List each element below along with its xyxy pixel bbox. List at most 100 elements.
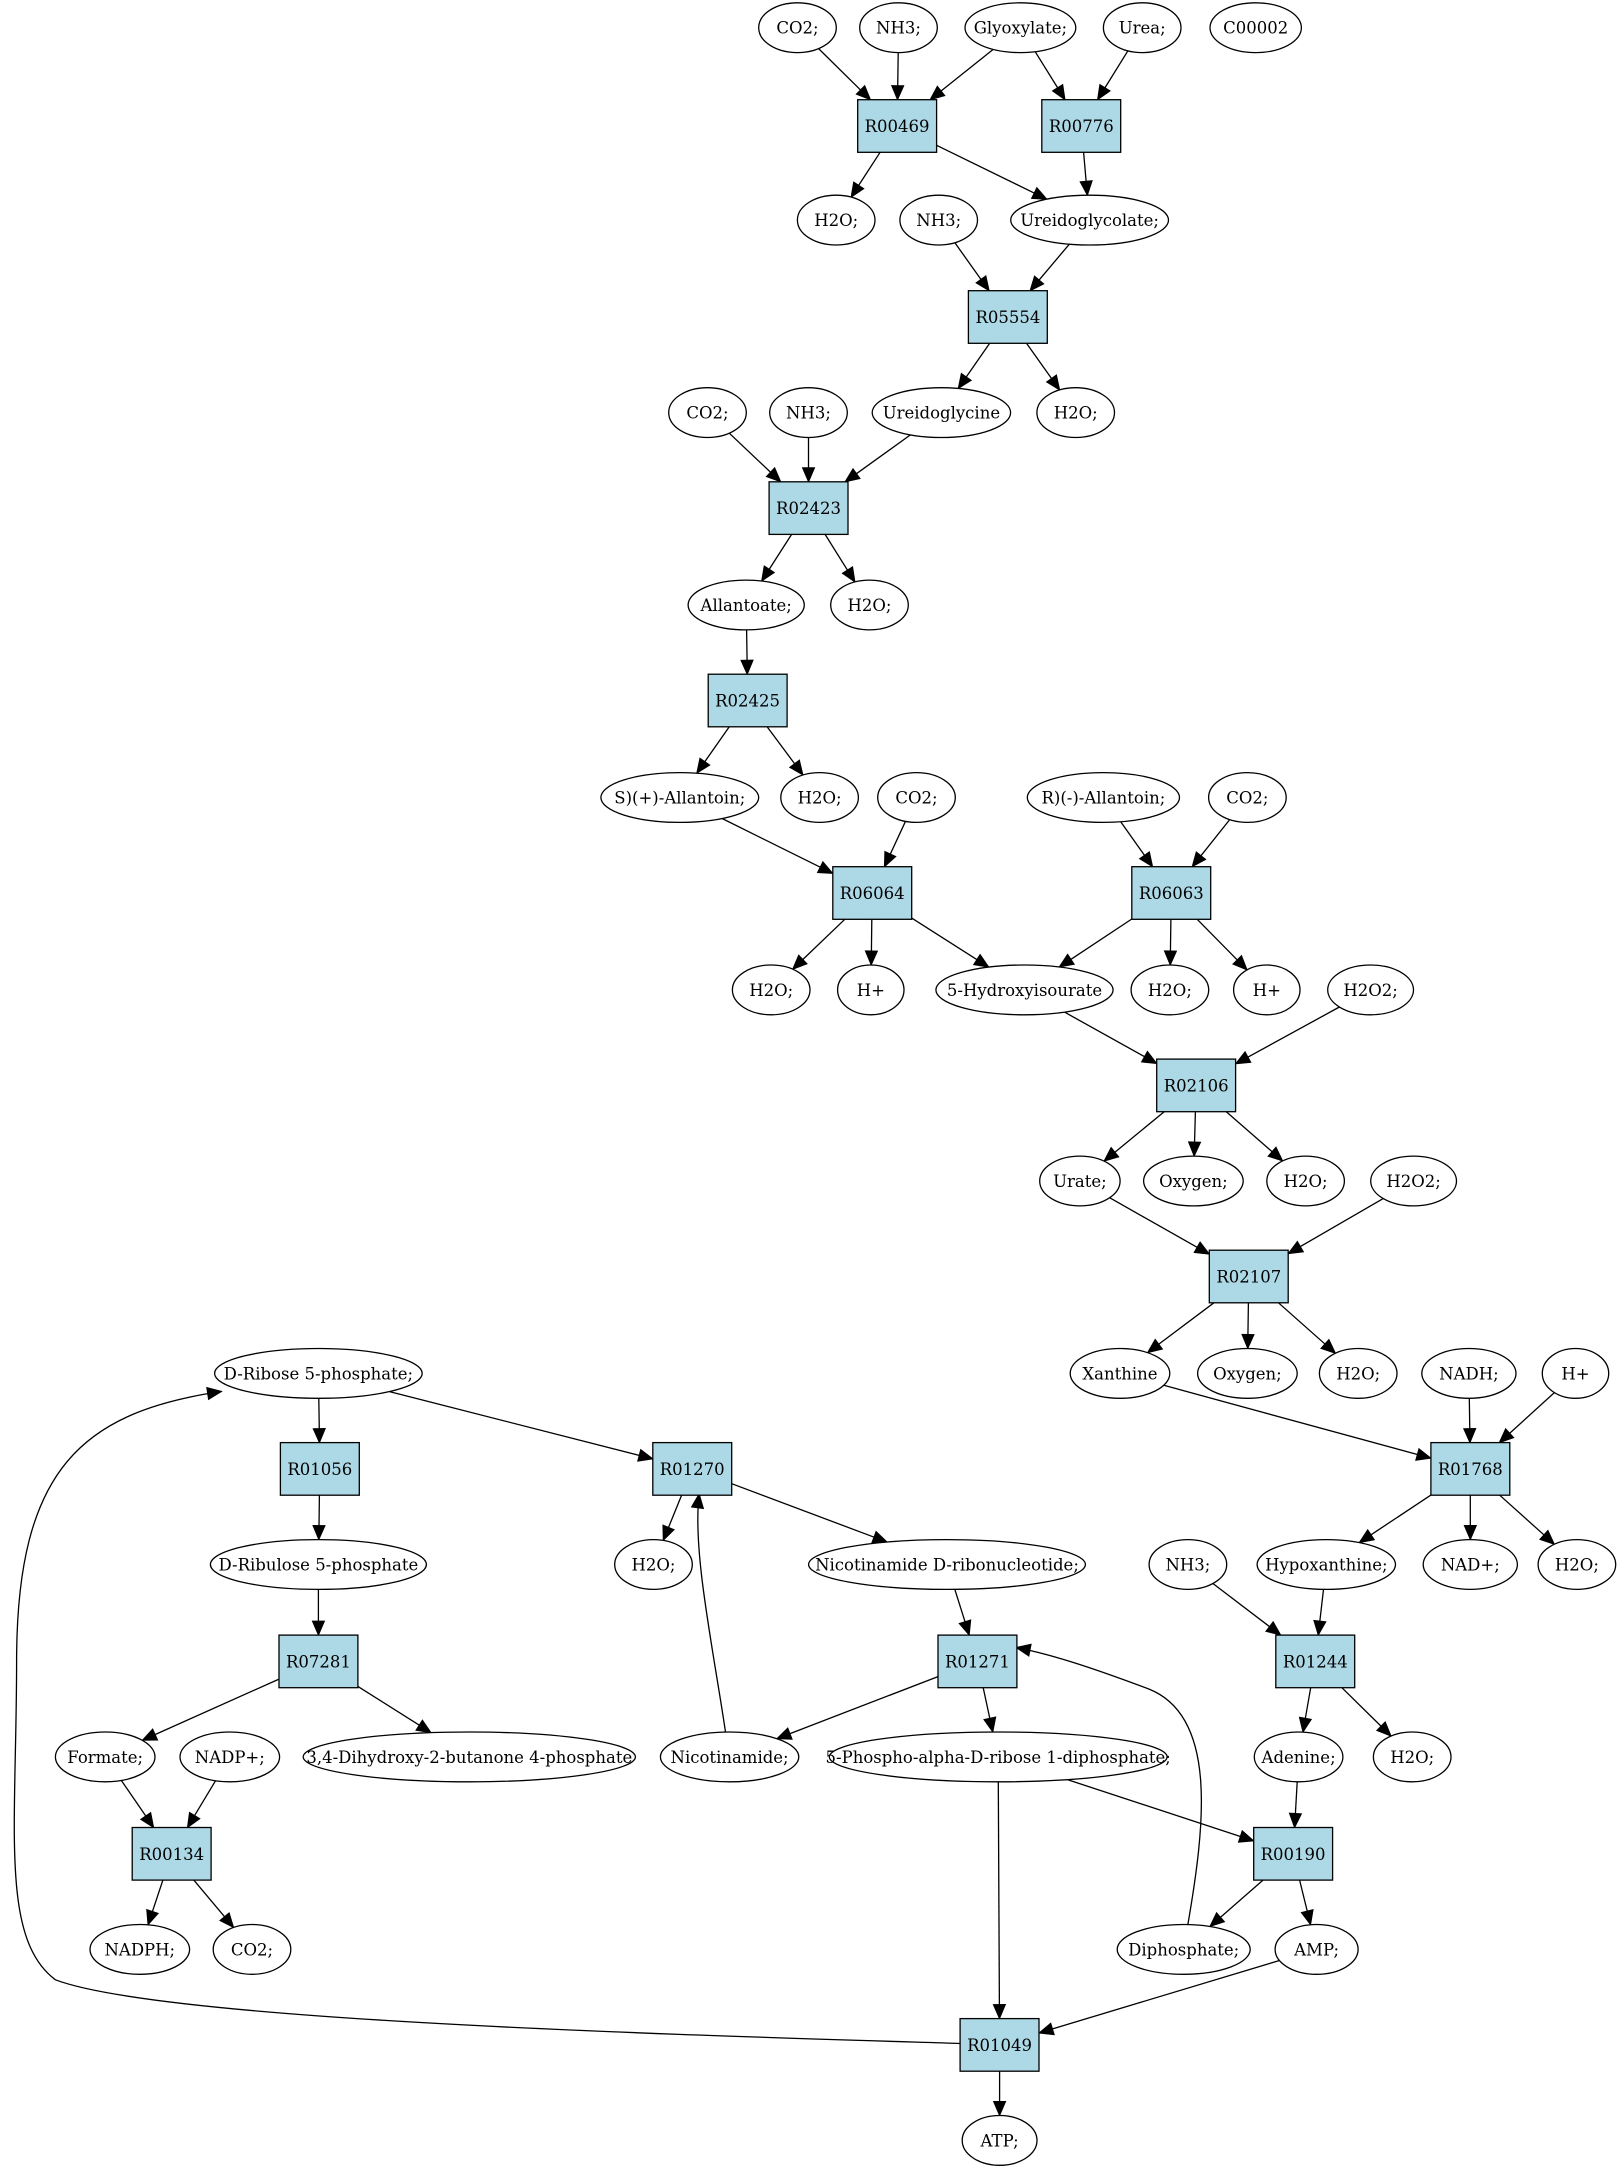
reaction-node-r06063-box xyxy=(1131,866,1212,920)
reaction-node-r05554-box xyxy=(967,290,1048,344)
edge-c-nadh-to-r-R01768 xyxy=(1462,1398,1477,1444)
reaction-node-r00469[interactable]: R00469 xyxy=(857,99,938,153)
compound-node-hplus-3[interactable]: H+ xyxy=(1541,1347,1610,1399)
compound-node-ureidoglycine[interactable]: Ureidoglycine xyxy=(871,387,1012,439)
compound-node-h2o-7[interactable]: H2O; xyxy=(1266,1155,1346,1207)
compound-node-nh3-3-label: NH3; xyxy=(786,404,831,423)
compound-node-h2o-1[interactable]: H2O; xyxy=(796,194,876,246)
compound-node-nh3-2[interactable]: NH3; xyxy=(899,194,979,246)
compound-node-nadpplus[interactable]: NADP+; xyxy=(179,1731,281,1783)
compound-node-h2o-9[interactable]: H2O; xyxy=(1537,1538,1617,1591)
compound-node-co2-5[interactable]: CO2; xyxy=(212,1923,292,1975)
compound-node-urate[interactable]: Urate; xyxy=(1039,1155,1121,1207)
compound-node-co2-2[interactable]: CO2; xyxy=(668,387,747,439)
reaction-node-r01768-label: R01768 xyxy=(1438,1460,1503,1479)
compound-node-hypoxanthine[interactable]: Hypoxanthine; xyxy=(1256,1538,1397,1591)
reaction-node-r07281[interactable]: R07281 xyxy=(278,1634,359,1689)
compound-node-oxygen-2[interactable]: Oxygen; xyxy=(1196,1347,1298,1399)
compound-node-co2-3-ellipse xyxy=(877,771,956,824)
reaction-node-r01271[interactable]: R01271 xyxy=(937,1634,1018,1689)
compound-node-h2o-2[interactable]: H2O; xyxy=(1036,387,1116,439)
compound-node-h2o-10[interactable]: H2O; xyxy=(1372,1731,1452,1783)
reaction-node-r02425[interactable]: R02425 xyxy=(707,673,788,728)
compound-node-hplus-2[interactable]: H+ xyxy=(1232,964,1301,1016)
edge-c-nmn-to-r-R01271 xyxy=(954,1589,972,1637)
compound-node-nadph-label: NADPH; xyxy=(104,1940,175,1959)
compound-node-co2-1[interactable]: CO2; xyxy=(758,2,837,54)
compound-node-h2o-4-label: H2O; xyxy=(798,789,842,808)
edge-c-hplus-3-to-r-R01768-line xyxy=(1507,1392,1555,1436)
compound-node-amp[interactable]: AMP; xyxy=(1274,1923,1359,1975)
reaction-node-r01244[interactable]: R01244 xyxy=(1275,1634,1356,1689)
edge-r-R01049-to-c-ribose5p-line xyxy=(13,1390,961,2045)
compound-node-ribulose5p[interactable]: D-Ribulose 5-phosphate xyxy=(209,1538,428,1591)
edge-c-xanthine-to-r-R01768 xyxy=(1163,1384,1433,1461)
compound-node-r-allantoin[interactable]: R)(-)-Allantoin; xyxy=(1026,771,1181,824)
compound-node-h2o-8[interactable]: H2O; xyxy=(1318,1347,1398,1399)
edge-r-R06063-to-c-hplus-2 xyxy=(1196,918,1248,971)
compound-node-hypoxanthine-ellipse xyxy=(1256,1538,1397,1591)
compound-node-co2-4[interactable]: CO2; xyxy=(1207,771,1287,824)
reaction-node-r02107[interactable]: R02107 xyxy=(1208,1249,1289,1304)
compound-node-nh3-1[interactable]: NH3; xyxy=(859,2,938,54)
compound-node-oxygen-1[interactable]: Oxygen; xyxy=(1142,1155,1244,1207)
compound-node-nmn[interactable]: Nicotinamide D-ribonucleotide; xyxy=(807,1538,1087,1591)
compound-node-nh3-3[interactable]: NH3; xyxy=(769,387,848,439)
reaction-node-r00134[interactable]: R00134 xyxy=(131,1826,212,1881)
edges-layer xyxy=(13,48,1556,2117)
compound-node-formate[interactable]: Formate; xyxy=(54,1731,156,1783)
compound-node-nh3-4[interactable]: NH3; xyxy=(1148,1538,1228,1591)
reaction-node-r00776[interactable]: R00776 xyxy=(1041,99,1122,153)
compound-node-c00002[interactable]: C00002 xyxy=(1209,2,1303,54)
edge-c-h2o2-2-to-r-R02107 xyxy=(1287,1198,1384,1255)
compound-node-nicotinamide[interactable]: Nicotinamide; xyxy=(659,1731,800,1783)
compound-node-adenine[interactable]: Adenine; xyxy=(1253,1731,1344,1783)
compound-node-h2o-10-ellipse xyxy=(1372,1731,1452,1783)
compound-node-nadplus[interactable]: NAD+; xyxy=(1422,1538,1519,1591)
reaction-node-r00190[interactable]: R00190 xyxy=(1253,1826,1334,1881)
compound-node-atp[interactable]: ATP; xyxy=(961,2114,1038,2166)
compound-node-h2o2-1[interactable]: H2O2; xyxy=(1327,964,1415,1016)
edge-c-glyox-to-r-R00776 xyxy=(1034,51,1066,101)
compound-node-allantoate[interactable]: Allantoate; xyxy=(687,579,805,631)
compound-node-ribose5p[interactable]: D-Ribose 5-phosphate; xyxy=(213,1347,423,1399)
reaction-node-r01049[interactable]: R01049 xyxy=(959,2017,1040,2072)
compound-node-h2o-5[interactable]: H2O; xyxy=(731,964,811,1016)
compound-node-5hydroxyisourate[interactable]: 5-Hydroxyisourate xyxy=(935,964,1114,1016)
reaction-node-r06063[interactable]: R06063 xyxy=(1131,866,1212,920)
compound-node-urea[interactable]: Urea; xyxy=(1102,2,1182,54)
compound-node-s-allantoin[interactable]: S)(+)-Allantoin; xyxy=(600,771,760,824)
compound-node-ureidoglycolate[interactable]: Ureidoglycolate; xyxy=(1010,194,1170,246)
compound-node-h2o2-2[interactable]: H2O2; xyxy=(1370,1155,1458,1207)
compound-node-co2-3[interactable]: CO2; xyxy=(877,771,956,824)
compound-node-h2o-6[interactable]: H2O; xyxy=(1130,964,1210,1016)
compound-node-prpp[interactable]: 5-Phospho-alpha-D-ribose 1-diphosphate; xyxy=(826,1731,1171,1783)
reaction-node-r02423[interactable]: R02423 xyxy=(768,481,849,536)
edge-r-R01056-to-c-ribulose5p-arrowhead xyxy=(312,1524,326,1541)
edge-c-s-allantoin-to-r-R06064-line xyxy=(721,817,823,869)
compound-node-diphosphate[interactable]: Diphosphate; xyxy=(1116,1923,1251,1975)
compound-node-co2-1-ellipse xyxy=(758,2,837,54)
reaction-node-r02106[interactable]: R02106 xyxy=(1156,1058,1237,1113)
compound-node-h2o-4[interactable]: H2O; xyxy=(780,771,860,824)
compound-node-ribose5p-ellipse xyxy=(213,1347,423,1399)
edge-r-R00134-to-c-nadph-line xyxy=(151,1879,164,1914)
reaction-node-r01056[interactable]: R01056 xyxy=(279,1441,360,1496)
reaction-node-r05554[interactable]: R05554 xyxy=(967,290,1048,344)
reaction-node-r01768[interactable]: R01768 xyxy=(1430,1441,1511,1496)
compound-node-h2o-3[interactable]: H2O; xyxy=(830,579,909,631)
compound-node-h2o-11[interactable]: H2O; xyxy=(614,1538,693,1591)
reaction-node-r06064[interactable]: R06064 xyxy=(832,866,913,920)
reaction-node-r06064-label: R06064 xyxy=(840,884,905,903)
compound-node-h2o-8-label: H2O; xyxy=(1336,1364,1380,1383)
edge-r-R02423-to-c-h2o-3 xyxy=(824,534,856,583)
compound-node-dhbp[interactable]: 3,4-Dihydroxy-2-butanone 4-phosphate xyxy=(302,1731,637,1783)
compound-node-nadh[interactable]: NADH; xyxy=(1421,1347,1517,1399)
compound-node-glyox[interactable]: Glyoxylate; xyxy=(964,2,1077,54)
compound-node-nadph[interactable]: NADPH; xyxy=(89,1923,191,1975)
compound-node-hplus-1[interactable]: H+ xyxy=(836,964,905,1016)
reaction-node-r01270[interactable]: R01270 xyxy=(652,1441,733,1496)
compound-node-xanthine[interactable]: Xanthine xyxy=(1069,1347,1171,1399)
edge-r-R06064-to-c-5hydroxyisourate-arrowhead xyxy=(972,953,990,968)
